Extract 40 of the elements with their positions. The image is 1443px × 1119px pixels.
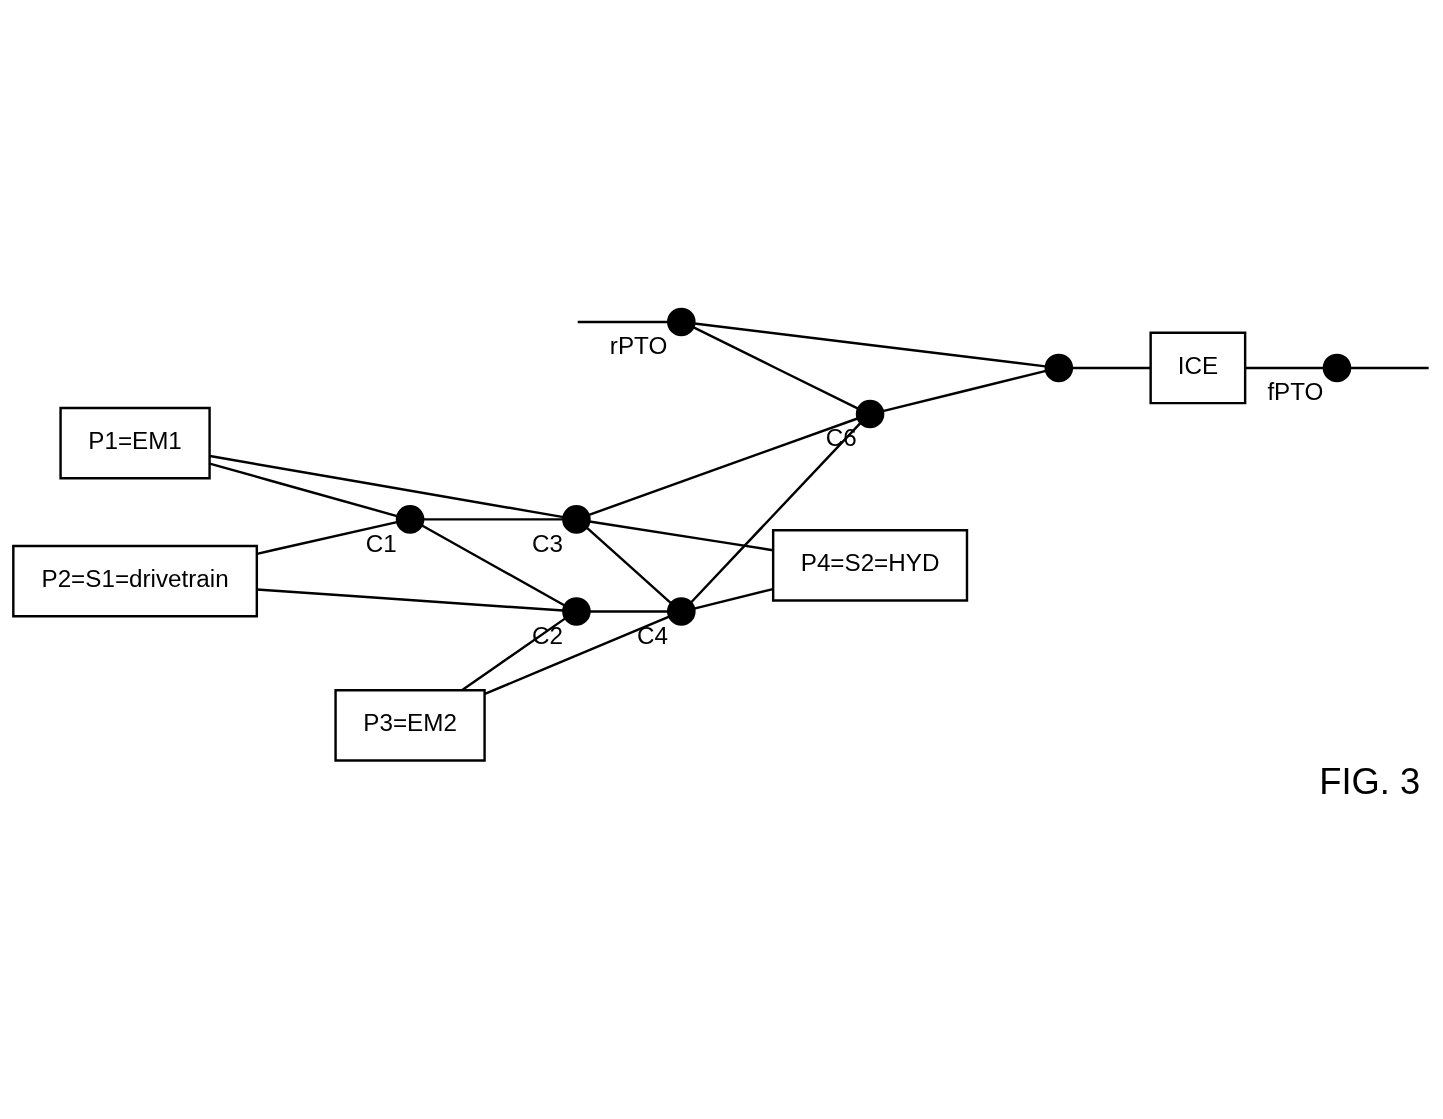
connector [1072,366,1151,370]
node-label: rPTO [609,332,668,360]
node-box: P2=S1=drivetrain [12,544,259,618]
node-label: C3 [532,529,564,557]
node-box: P4=S2=HYD [771,529,969,602]
connector [588,417,858,516]
node-box: ICE [1149,331,1247,405]
node-circle [667,307,696,337]
connector [423,518,564,521]
node-circle [562,505,591,534]
connector [256,588,564,612]
connector [690,422,862,604]
node-circle [1044,353,1074,383]
connector [589,520,774,552]
node-circle [1322,353,1352,383]
connector [484,615,670,696]
connector [461,617,566,691]
connector [589,610,668,613]
connector [256,520,398,555]
node-box: P1=EM1 [59,406,211,480]
node-box: P3=EM2 [334,689,486,762]
node-label: C4 [637,621,668,649]
connector [585,526,672,605]
connector [694,322,1046,368]
connector [693,587,774,610]
node-circle [395,505,425,534]
connector [1350,366,1429,370]
connector [209,462,398,518]
node-label: fPTO [1267,378,1324,406]
connector [577,320,668,324]
connector [421,524,566,607]
connector [1245,366,1324,370]
connector [693,326,859,410]
connector [209,454,564,519]
node-label: C1 [365,529,397,557]
node-circle [562,597,591,626]
caption: FIG. 3 [1319,761,1421,803]
node-circle [855,399,885,429]
node-circle [667,597,696,626]
connector [882,369,1047,413]
